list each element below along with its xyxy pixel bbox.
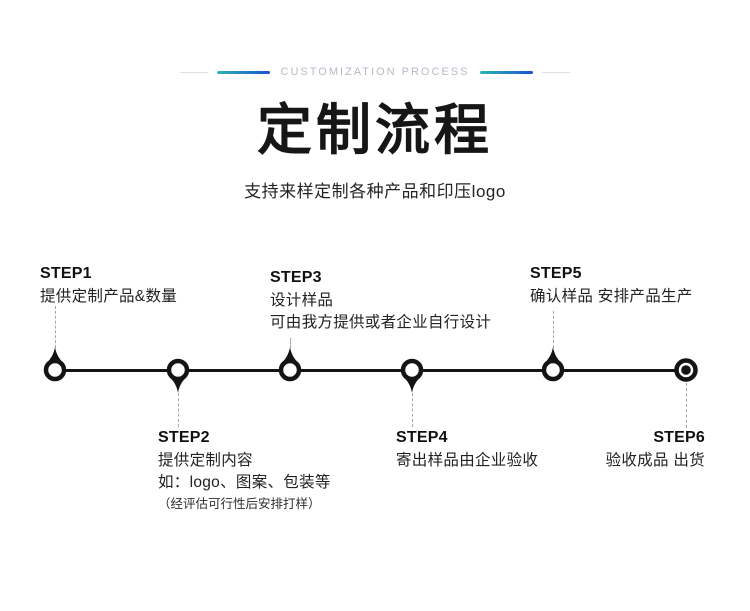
step-5: STEP5 确认样品 安排产品生产 (530, 265, 693, 308)
timeline-node-step2-icon (166, 358, 190, 393)
connector-step6 (686, 383, 687, 428)
divider-stub-right (542, 71, 571, 73)
step-6-label: STEP6 (653, 429, 705, 446)
gradient-line-right (480, 70, 534, 74)
timeline-node-step5-icon (541, 347, 565, 382)
divider-stub-left (179, 71, 208, 73)
step-2-note: （经评估可行性后安排打样） (158, 497, 321, 511)
step-2-label: STEP2 (158, 429, 210, 446)
step-1-label: STEP1 (40, 265, 92, 282)
connector-step5 (553, 311, 554, 348)
connector-step3 (290, 338, 291, 348)
step-2: STEP2 提供定制内容 如：logo、图案、包装等 （经评估可行性后安排打样） (158, 429, 331, 513)
step-4-line: 寄出样品由企业验收 (396, 452, 539, 469)
timeline-node-step4-icon (400, 358, 424, 393)
connector-step1 (55, 306, 56, 348)
gradient-line-left (216, 70, 270, 74)
connector-step2 (178, 393, 179, 427)
section-header: CUSTOMIZATION PROCESS (0, 64, 750, 80)
step-2-line: 如：logo、图案、包装等 (158, 474, 331, 491)
step-2-line: 提供定制内容 (158, 452, 253, 469)
timeline-node-step6-terminal-icon (674, 358, 698, 382)
timeline-node-step1-icon (43, 347, 67, 382)
step-3: STEP3 设计样品 可由我方提供或者企业自行设计 (270, 269, 491, 334)
step-1: STEP1 提供定制产品&数量 (40, 265, 177, 308)
page-title: 定制流程 (256, 100, 493, 161)
connector-step4 (412, 393, 413, 427)
section-header-label: CUSTOMIZATION PROCESS (280, 66, 470, 78)
page-subtitle: 支持来样定制各种产品和印压logo (244, 182, 506, 201)
step-3-label: STEP3 (270, 269, 322, 286)
step-3-line: 可由我方提供或者企业自行设计 (270, 314, 492, 331)
step-6: STEP6 验收成品 出货 (606, 429, 705, 472)
step-3-line: 设计样品 (270, 292, 334, 309)
step-4: STEP4 寄出样品由企业验收 (396, 429, 538, 472)
timeline-node-step3-icon (278, 347, 302, 382)
step-6-line: 验收成品 出货 (605, 452, 705, 469)
step-5-label: STEP5 (530, 265, 582, 282)
timeline-baseline (55, 369, 686, 372)
step-4-label: STEP4 (396, 429, 448, 446)
step-1-line: 提供定制产品&数量 (40, 288, 178, 305)
step-5-line: 确认样品 安排产品生产 (530, 288, 693, 305)
